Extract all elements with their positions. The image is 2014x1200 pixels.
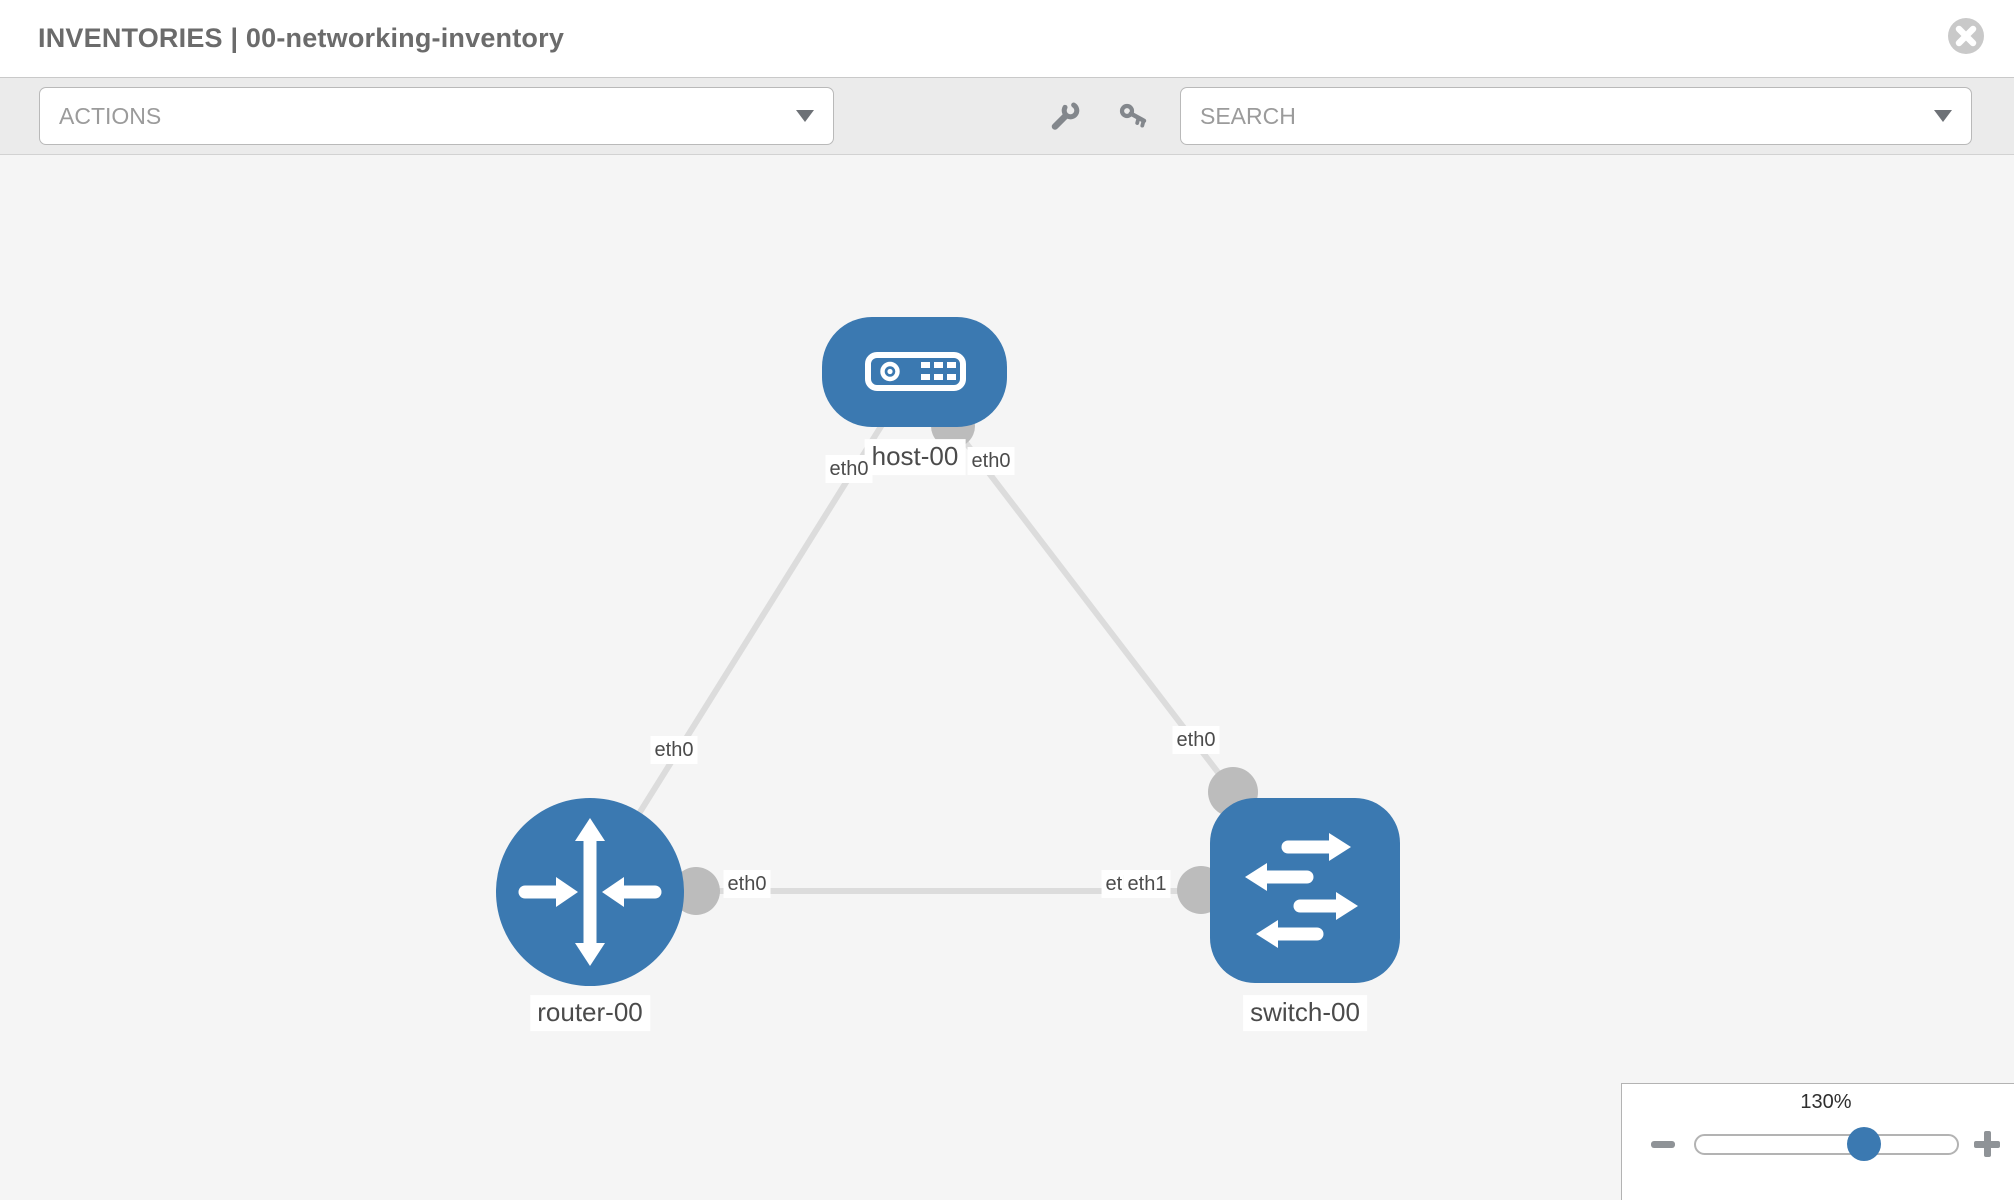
minus-icon xyxy=(1651,1141,1675,1148)
search-dropdown[interactable]: SEARCH xyxy=(1180,87,1972,145)
interface-label-eth1: eth1 xyxy=(1123,870,1171,898)
zoom-out-button[interactable] xyxy=(1649,1130,1677,1158)
actions-dropdown-label: ACTIONS xyxy=(59,102,162,129)
node-label-switch: switch-00 xyxy=(1243,995,1367,1031)
zoom-slider[interactable] xyxy=(1694,1134,1959,1155)
zoom-slider-handle[interactable] xyxy=(1847,1127,1881,1161)
zoom-percent-label: 130% xyxy=(1800,1091,1852,1113)
interface-port-router-eth0[interactable] xyxy=(672,867,720,915)
chevron-down-icon xyxy=(796,110,814,122)
close-button[interactable] xyxy=(1946,16,1986,56)
chevron-down-icon xyxy=(1934,110,1952,122)
server-icon xyxy=(865,352,966,391)
search-dropdown-label: SEARCH xyxy=(1200,102,1296,129)
interface-label-eth0: eth0 xyxy=(723,870,771,898)
interface-label-eth0: eth0 xyxy=(825,455,873,483)
configure-button[interactable] xyxy=(1044,95,1086,137)
interface-label-eth0: eth0 xyxy=(650,736,698,764)
wrench-icon xyxy=(1051,102,1080,130)
actions-dropdown[interactable]: ACTIONS xyxy=(39,87,834,145)
topology-canvas[interactable]: host-00 router-00 switch-00 eth0 eth0 et… xyxy=(0,155,2014,1200)
interface-label-eth0: eth0 xyxy=(967,447,1015,475)
zoom-panel: 130% xyxy=(1621,1083,2014,1200)
modal-header: INVENTORIES | 00-networking-inventory xyxy=(0,0,2014,77)
node-label-host: host-00 xyxy=(864,439,966,475)
key-icon xyxy=(1119,103,1147,128)
toolbar: ACTIONS SEARCH xyxy=(0,77,2014,155)
node-router-00[interactable] xyxy=(496,798,684,986)
node-label-router: router-00 xyxy=(530,995,650,1031)
page-title: INVENTORIES | 00-networking-inventory xyxy=(38,23,565,53)
switch-arrows-icon xyxy=(1245,833,1358,948)
plus-icon xyxy=(1983,1131,1991,1157)
node-host-00[interactable] xyxy=(822,317,1007,427)
router-arrows-icon xyxy=(518,818,662,966)
interface-label-eth0: eth0 xyxy=(1172,726,1220,754)
node-switch-00[interactable] xyxy=(1210,798,1400,983)
zoom-in-button[interactable] xyxy=(1973,1130,2001,1158)
credentials-button[interactable] xyxy=(1113,95,1155,137)
x-circle-icon xyxy=(1948,18,1984,54)
